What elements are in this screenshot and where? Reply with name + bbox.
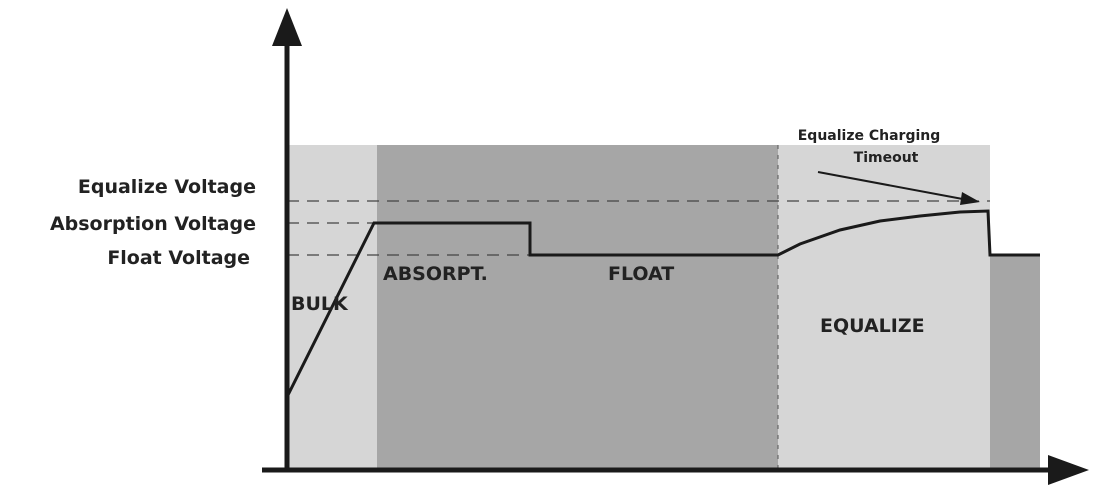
timeout-note-line1: Equalize Charging <box>798 128 941 144</box>
charging-voltage-curve <box>286 209 1040 396</box>
float-stage-label: FLOAT <box>608 263 674 285</box>
absorption-float-region <box>377 145 778 470</box>
absorption-voltage-label: Absorption Voltage <box>50 213 256 235</box>
post-equalize-float-region <box>990 255 1040 470</box>
bulk-stage-label: BULK <box>291 293 349 315</box>
absorption-stage-label: ABSORPT. <box>383 263 488 285</box>
equalize-stage-label: EQUALIZE <box>820 315 925 337</box>
float-voltage-label: Float Voltage <box>107 247 250 269</box>
x-axis-arrowhead <box>1048 455 1089 485</box>
y-axis-arrowhead <box>272 8 302 46</box>
timeout-arrow-line <box>817 171 969 201</box>
timeout-note-line2: Timeout <box>854 150 919 166</box>
timeout-arrowhead <box>960 192 980 205</box>
equalize-voltage-label: Equalize Voltage <box>78 176 256 198</box>
equalize-region <box>778 145 990 470</box>
